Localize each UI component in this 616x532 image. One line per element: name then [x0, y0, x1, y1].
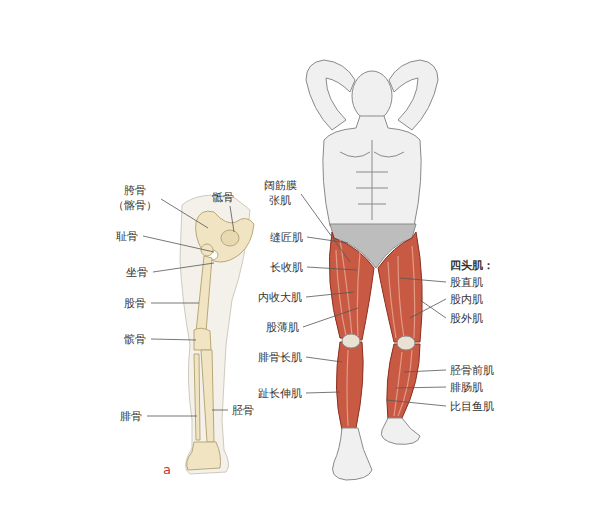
part-label: 缝匠肌 [270, 230, 303, 245]
part-label: 比目鱼肌 [450, 399, 494, 414]
part-label: 长收肌 [270, 260, 303, 275]
part-label: 股外肌 [450, 311, 483, 326]
part-label: 股直肌 [450, 275, 483, 290]
part-label: 腓骨长肌 [258, 350, 302, 365]
part-label: 骶骨 [212, 190, 234, 205]
knees [342, 334, 415, 350]
part-label: 胯骨 （髂骨） [112, 183, 158, 213]
feet [333, 418, 421, 480]
part-label: 髌骨 [124, 332, 146, 347]
figure-letter: a [163, 462, 171, 477]
leader-lines [143, 199, 234, 416]
part-label: 阔筋膜 张肌 [262, 178, 298, 208]
part-label: 趾长伸肌 [258, 386, 302, 401]
skeleton [187, 211, 254, 470]
part-label: 耻骨 [116, 229, 138, 244]
part-label: 胫骨 [232, 403, 254, 418]
part-label: 股薄肌 [266, 320, 299, 335]
part-label: 股骨 [124, 296, 146, 311]
part-label: 坐骨 [126, 265, 148, 280]
leg-muscles [329, 232, 422, 430]
leader-lines [301, 194, 446, 406]
part-label: 内收大肌 [258, 290, 302, 305]
part-label: 腓肠肌 [450, 380, 483, 395]
part-label: 腓骨 [120, 409, 142, 424]
human-body [306, 60, 438, 226]
part-label: 四头肌： [450, 258, 494, 273]
part-label: 胫骨前肌 [450, 363, 494, 378]
muscle-lines [336, 240, 415, 426]
part-label: 股内肌 [450, 292, 483, 307]
